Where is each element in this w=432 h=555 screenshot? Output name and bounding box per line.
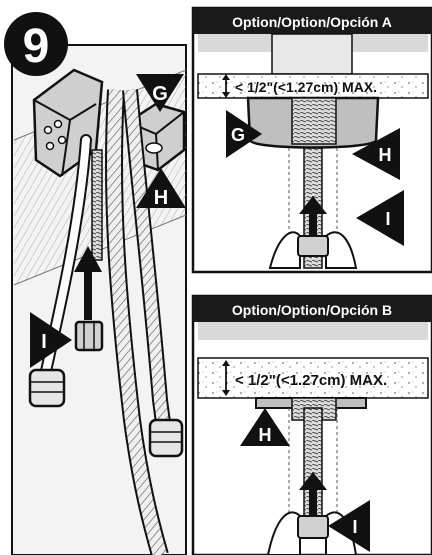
- panel-a-title: Option/Option/Opción A: [232, 14, 392, 30]
- step-number: 9: [23, 20, 50, 73]
- callout-h-panel-b-label: H: [259, 425, 272, 445]
- callout-g-panel-a-label: G: [231, 125, 245, 145]
- callout-i-panel-a: I: [356, 190, 404, 246]
- callout-g-panel-a: G: [226, 110, 262, 158]
- callout-i-panel-a-label: I: [385, 209, 390, 229]
- callout-i-main: I: [30, 312, 72, 368]
- hose-fitting-left: [28, 368, 66, 408]
- compression-nut: [74, 320, 104, 352]
- panel-a-measurement-text: < 1/2"(<1.27cm) MAX.: [235, 79, 377, 95]
- panel-b-measurement-text: < 1/2"(<1.27cm) MAX.: [235, 372, 387, 389]
- callout-g-main-label: G: [152, 83, 168, 105]
- panel-b-title: Option/Option/Opción B: [232, 302, 392, 318]
- callout-i-panel-b-label: I: [352, 517, 357, 537]
- step-badge: 9: [4, 12, 68, 76]
- callout-g-main: G: [136, 74, 184, 112]
- callout-i-panel-b: I: [328, 500, 370, 552]
- callout-h-main: H: [136, 168, 186, 209]
- panel-a-measurement: < 1/2"(<1.27cm) MAX.: [222, 74, 377, 98]
- hose-fitting-right: [148, 418, 184, 458]
- panel-a: Option/Option/Opción A < 1/2"(<1.27cm) M…: [191, 6, 432, 274]
- callout-i-main-label: I: [41, 331, 47, 353]
- callout-h-main-label: H: [154, 187, 168, 209]
- callout-h-panel-a: H: [352, 128, 400, 180]
- up-arrow-main: [74, 246, 102, 320]
- panel-b-measurement: < 1/2"(<1.27cm) MAX.: [222, 360, 387, 396]
- callout-h-panel-a-label: H: [379, 145, 392, 165]
- callout-h-panel-b: H: [240, 408, 290, 446]
- panel-b: Option/Option/Opción B < 1/2"(<1.27cm) M…: [191, 294, 432, 555]
